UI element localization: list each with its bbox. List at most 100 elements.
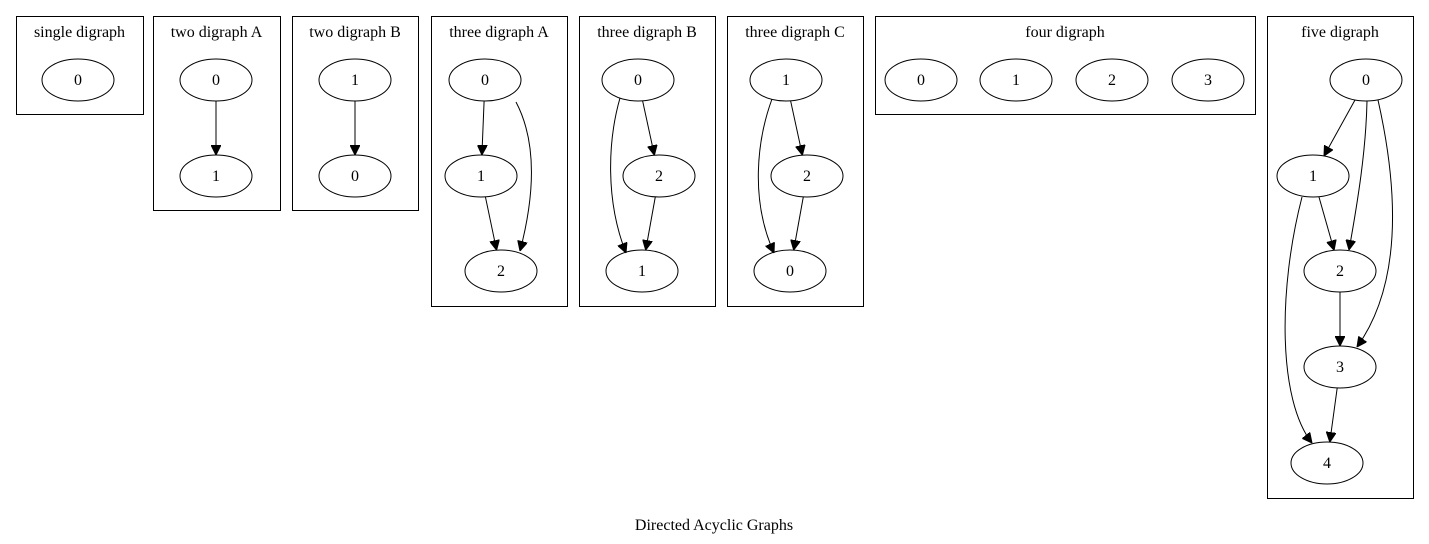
edge-tb0-to-tb1 [610, 97, 626, 253]
node-label: 1 [1309, 168, 1317, 185]
cluster-five: five digraph [1267, 16, 1414, 499]
cluster-frame [431, 16, 568, 307]
node-ellipse [605, 249, 679, 293]
node-ellipse [318, 154, 392, 198]
node-ellipse [464, 249, 538, 293]
node-tc2: 2 [770, 154, 844, 198]
node-ellipse [179, 154, 253, 198]
edge-v0-to-v1 [1324, 99, 1356, 156]
node-s0: 0 [41, 58, 115, 102]
node-b0: 0 [318, 154, 392, 198]
edge-tc1-to-tc2 [790, 100, 803, 155]
node-ellipse [1171, 58, 1245, 102]
node-label: 4 [1323, 455, 1331, 472]
node-label: 2 [1336, 263, 1344, 280]
graph-title: Directed Acyclic Graphs [635, 517, 793, 534]
cluster-label: five digraph [1301, 24, 1379, 41]
node-label: 2 [497, 263, 505, 280]
cluster-threeC: three digraph C [727, 16, 864, 307]
node-ellipse [1303, 249, 1377, 293]
cluster-frame [727, 16, 864, 307]
edge-ta0-to-ta2 [515, 101, 533, 251]
node-ellipse [1290, 441, 1364, 485]
cluster-threeB: three digraph B [579, 16, 716, 307]
cluster-label: three digraph B [597, 24, 697, 41]
node-label: 1 [638, 263, 646, 280]
node-ellipse [1075, 58, 1149, 102]
edge-v0-to-v2 [1349, 100, 1368, 250]
node-label: 3 [1336, 359, 1344, 376]
node-label: 0 [351, 168, 359, 185]
node-label: 1 [782, 72, 790, 89]
edge-tb0-to-tb2 [642, 100, 655, 155]
cluster-label: three digraph C [745, 24, 845, 41]
node-ellipse [179, 58, 253, 102]
cluster-frame [153, 16, 281, 211]
node-tb0: 0 [601, 58, 675, 102]
node-f3: 3 [1171, 58, 1245, 102]
node-label: 0 [481, 72, 489, 89]
edge-ta1-to-ta2 [484, 196, 496, 250]
cluster-frame [875, 16, 1256, 115]
node-v2: 2 [1303, 249, 1377, 293]
cluster-label: two digraph A [171, 24, 263, 41]
node-b1: 1 [318, 58, 392, 102]
cluster-frame [16, 16, 144, 115]
edge-tc1-to-tc0 [757, 98, 774, 253]
node-ellipse [448, 58, 522, 102]
node-tb2: 2 [622, 154, 696, 198]
node-f2: 2 [1075, 58, 1149, 102]
node-ellipse [1303, 345, 1377, 389]
node-ellipse [41, 58, 115, 102]
node-a0: 0 [179, 58, 253, 102]
node-label: 1 [477, 168, 485, 185]
node-label: 3 [1204, 72, 1212, 89]
node-tc0: 0 [753, 249, 827, 293]
node-label: 0 [634, 72, 642, 89]
edge-ta0-to-ta1 [482, 100, 484, 155]
node-v3: 3 [1303, 345, 1377, 389]
node-a1: 1 [179, 154, 253, 198]
edge-v3-to-v4 [1330, 387, 1338, 442]
edge-tb2-to-tb1 [646, 196, 656, 250]
node-ellipse [884, 58, 958, 102]
node-label: 2 [803, 168, 811, 185]
cluster-twoA: two digraph A [153, 16, 281, 211]
node-ellipse [753, 249, 827, 293]
node-f1: 1 [979, 58, 1053, 102]
node-ellipse [1276, 154, 1350, 198]
node-ta0: 0 [448, 58, 522, 102]
node-label: 1 [212, 168, 220, 185]
node-ellipse [622, 154, 696, 198]
node-label: 0 [917, 72, 925, 89]
edge-v1-to-v4 [1284, 196, 1312, 443]
node-ellipse [444, 154, 518, 198]
node-ta1: 1 [444, 154, 518, 198]
node-label: 0 [74, 72, 82, 89]
node-f0: 0 [884, 58, 958, 102]
node-v4: 4 [1290, 441, 1364, 485]
node-ellipse [601, 58, 675, 102]
node-v0: 0 [1329, 58, 1403, 102]
cluster-twoB: two digraph B [292, 16, 419, 211]
node-label: 0 [212, 72, 220, 89]
cluster-frame [292, 16, 419, 211]
cluster-threeA: three digraph A [431, 16, 568, 307]
node-ellipse [749, 58, 823, 102]
cluster-label: two digraph B [309, 24, 401, 41]
node-label: 1 [351, 72, 359, 89]
node-tb1: 1 [605, 249, 679, 293]
node-label: 0 [1362, 72, 1370, 89]
node-label: 2 [1108, 72, 1116, 89]
cluster-four: four digraph [875, 16, 1256, 115]
cluster-frame [579, 16, 716, 307]
node-label: 2 [655, 168, 663, 185]
cluster-label: four digraph [1025, 24, 1105, 41]
cluster-label: single digraph [34, 24, 125, 41]
node-ellipse [979, 58, 1053, 102]
node-ellipse [1329, 58, 1403, 102]
node-ellipse [318, 58, 392, 102]
node-label: 1 [1012, 72, 1020, 89]
node-v1: 1 [1276, 154, 1350, 198]
node-ellipse [770, 154, 844, 198]
